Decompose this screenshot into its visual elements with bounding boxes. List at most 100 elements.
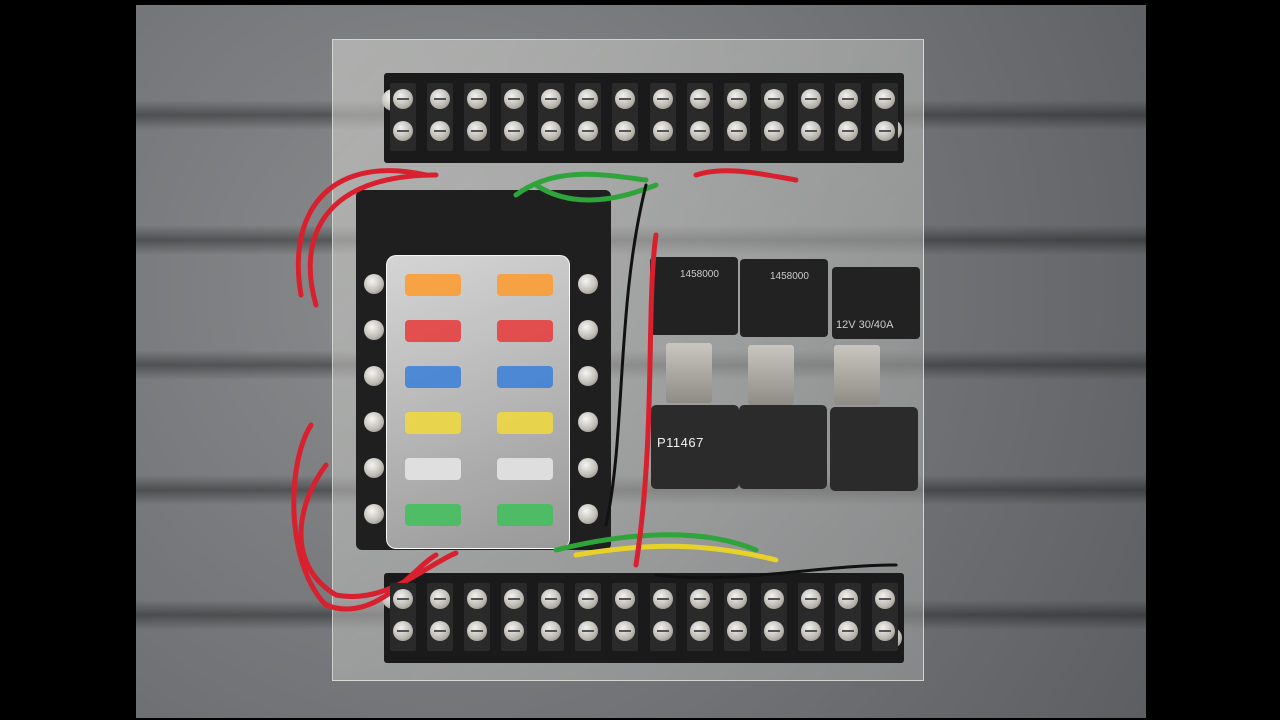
terminal-screw xyxy=(429,89,450,109)
terminal-post xyxy=(872,83,899,151)
terminal-post xyxy=(686,83,713,151)
terminal-screw xyxy=(504,89,524,109)
terminal-screw xyxy=(578,121,599,141)
terminal-screw xyxy=(875,89,896,109)
terminal-post xyxy=(649,83,676,151)
blade-fuse xyxy=(405,412,461,434)
relay-bracket xyxy=(834,345,880,405)
red-wire xyxy=(291,422,439,612)
terminal-post xyxy=(723,83,750,151)
terminal-screw xyxy=(764,589,784,609)
terminal-post xyxy=(872,583,899,651)
green-wire xyxy=(513,171,649,198)
terminal-screw xyxy=(541,589,562,609)
relay-bracket xyxy=(748,345,794,405)
fuse-terminal-screw xyxy=(578,274,598,294)
terminal-screw xyxy=(466,89,487,109)
terminal-post xyxy=(389,83,416,151)
terminal-screw xyxy=(689,121,710,141)
terminal-screw xyxy=(764,89,784,109)
yellow-wire xyxy=(573,543,779,563)
main-relay-1: P11467 xyxy=(651,405,739,489)
terminal-post xyxy=(463,583,490,651)
fuse-block-cover xyxy=(386,255,570,549)
fuse-terminal-screw xyxy=(578,458,598,478)
terminal-screw xyxy=(541,121,562,141)
red-wire xyxy=(633,232,659,568)
black-wire xyxy=(604,183,648,527)
terminal-post xyxy=(798,83,825,151)
terminal-screw xyxy=(578,621,599,641)
terminal-screw xyxy=(801,121,822,141)
terminal-post xyxy=(649,583,676,651)
terminal-screw xyxy=(504,121,524,141)
fuse-terminal-screw xyxy=(578,366,598,386)
terminal-screw xyxy=(615,589,636,609)
terminal-screw xyxy=(615,121,636,141)
red-wire xyxy=(295,168,429,298)
terminal-post xyxy=(538,83,565,151)
main-relay-2 xyxy=(739,405,827,489)
terminal-post xyxy=(761,583,787,651)
terminal-post xyxy=(761,83,787,151)
terminal-screw xyxy=(801,621,822,641)
terminal-screw xyxy=(466,121,487,141)
blade-fuse xyxy=(497,274,553,296)
fuse-terminal-screw xyxy=(364,320,384,340)
blade-fuse xyxy=(497,320,553,342)
terminal-screw xyxy=(504,621,524,641)
blade-fuse xyxy=(405,274,461,296)
red-wire xyxy=(693,168,799,183)
blade-fuse xyxy=(405,504,461,526)
terminal-screw xyxy=(541,621,562,641)
terminal-post xyxy=(426,583,453,651)
terminal-screw xyxy=(726,121,747,141)
terminal-screw xyxy=(764,621,784,641)
terminal-screw xyxy=(615,621,636,641)
terminal-screw xyxy=(838,89,859,109)
blade-fuse xyxy=(405,320,461,342)
fuse-terminal-screw xyxy=(578,412,598,432)
terminal-screw xyxy=(392,621,413,641)
terminal-screw xyxy=(726,89,747,109)
relay-bracket xyxy=(666,343,712,403)
terminal-post xyxy=(575,583,602,651)
fuse-terminal-screw xyxy=(364,366,384,386)
terminal-post xyxy=(463,83,490,151)
terminal-screw xyxy=(466,621,487,641)
terminal-screw xyxy=(466,589,487,609)
mini-relay-3: 12V 30/40A xyxy=(832,267,920,339)
red-wire xyxy=(298,462,459,600)
terminal-screw xyxy=(578,589,599,609)
main-relay-label: P11467 xyxy=(657,435,704,450)
terminal-post xyxy=(835,583,862,651)
terminal-screw xyxy=(504,589,524,609)
blade-fuse xyxy=(497,458,553,480)
red-wire xyxy=(307,172,439,308)
terminal-screw xyxy=(801,89,822,109)
relay-rating: 12V 30/40A xyxy=(836,319,894,331)
terminal-screw xyxy=(392,121,413,141)
terminal-screw xyxy=(875,121,896,141)
fuse-relay-panel-photo: 1458000 1458000 12V 30/40A P11467 xyxy=(136,5,1146,718)
relay-code: 1458000 xyxy=(680,269,719,280)
terminal-post xyxy=(575,83,602,151)
terminal-screw xyxy=(392,89,413,109)
green-wire xyxy=(533,182,659,203)
terminal-screw xyxy=(838,121,859,141)
terminal-post xyxy=(612,583,639,651)
terminal-post xyxy=(835,83,862,151)
blade-fuse xyxy=(497,366,553,388)
blade-fuse xyxy=(405,458,461,480)
fuse-terminal-screw xyxy=(364,274,384,294)
terminal-post xyxy=(538,583,565,651)
green-wire xyxy=(553,532,759,553)
terminal-post xyxy=(686,583,713,651)
terminal-screw xyxy=(689,89,710,109)
fuse-terminal-screw xyxy=(364,504,384,524)
terminal-post xyxy=(798,583,825,651)
terminal-screw xyxy=(801,589,822,609)
terminal-screw xyxy=(541,89,562,109)
terminal-screw xyxy=(726,589,747,609)
mini-relay-1: 1458000 xyxy=(650,257,738,335)
